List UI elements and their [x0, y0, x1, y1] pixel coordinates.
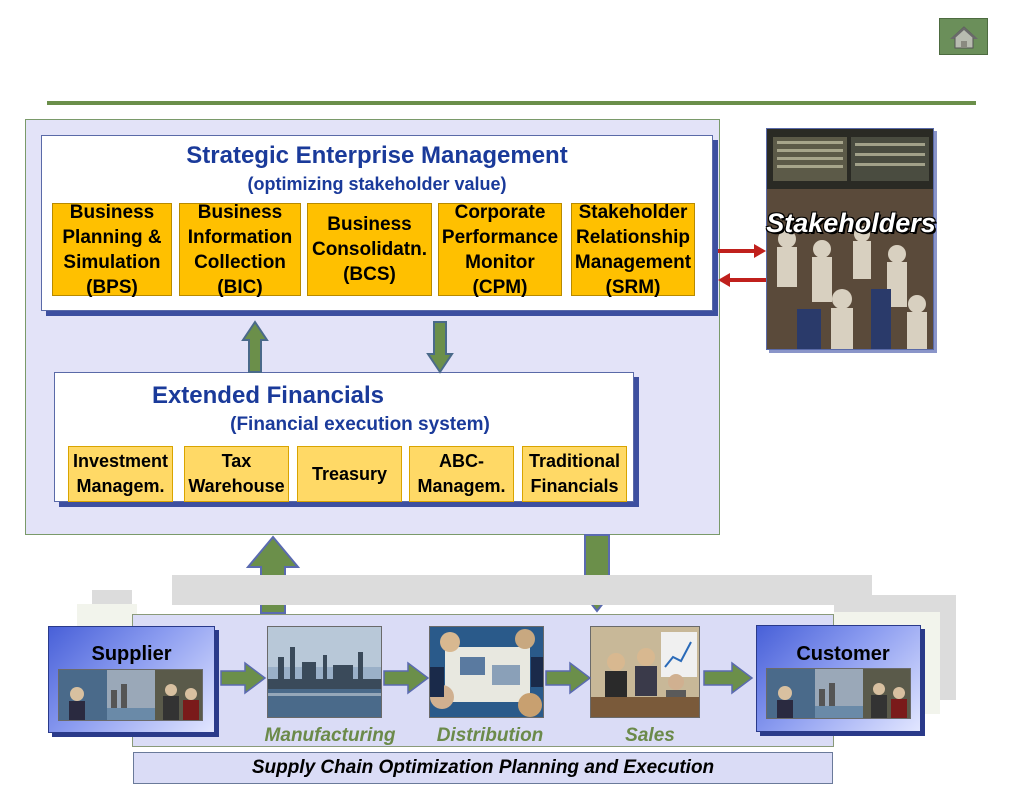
module-tax-warehouse-label: Tax Warehouse	[188, 451, 285, 496]
customer-photo	[766, 668, 911, 719]
arrow-down-sem-to-ef	[426, 321, 454, 374]
module-traditional-financials[interactable]: Traditional Financials	[522, 446, 627, 502]
module-cpm-label: Corporate Performance Monitor (CPM)	[441, 201, 559, 298]
manufacturing-photo	[267, 626, 382, 718]
ef-title: Extended Financials	[151, 382, 385, 409]
stage-label-manufacturing: Manufacturing	[264, 725, 396, 746]
ef-subtitle: (Financial execution system)	[230, 414, 490, 435]
module-investment-label: Investment Managem.	[72, 451, 169, 496]
sales-photo	[590, 626, 700, 718]
supplier-label: Supplier	[91, 643, 172, 665]
supplier-photo	[58, 669, 203, 721]
sem-title: Strategic Enterprise Management	[186, 142, 568, 169]
module-investment[interactable]: Investment Managem.	[68, 446, 173, 502]
header-rule	[47, 101, 976, 105]
arrow-supplier-to-manufacturing	[220, 661, 267, 695]
module-bcs[interactable]: Business Consolidatn. (BCS)	[307, 203, 432, 296]
module-srm-label: Stakeholder Relationship Management (SRM…	[574, 201, 692, 298]
module-abc-label: ABC- Managem.	[417, 451, 506, 496]
module-srm[interactable]: Stakeholder Relationship Management (SRM…	[571, 202, 695, 298]
module-treasury-label: Treasury	[311, 463, 388, 484]
module-bic[interactable]: Business Information Collection (BIC)	[179, 202, 301, 298]
home-button[interactable]	[939, 18, 988, 55]
module-bcs-label: Business Consolidatn. (BCS)	[311, 214, 428, 285]
supply-chain-footer: Supply Chain Optimization Planning and E…	[133, 752, 833, 784]
sem-subtitle: (optimizing stakeholder value)	[247, 174, 507, 194]
module-bps-label: Business Planning & Simulation (BPS)	[62, 201, 162, 298]
stage-label-sales: Sales	[625, 725, 675, 746]
module-bic-label: Business Information Collection (BIC)	[187, 201, 293, 298]
arrow-distribution-to-sales	[545, 661, 592, 695]
stage-label-distribution: Distribution	[436, 725, 544, 746]
module-bps[interactable]: Business Planning & Simulation (BPS)	[52, 202, 172, 298]
arrows-stakeholder-exchange	[718, 244, 766, 287]
supply-chain-footer-text: Supply Chain Optimization Planning and E…	[251, 757, 715, 778]
home-icon	[950, 26, 978, 49]
arrow-manufacturing-to-distribution	[383, 661, 430, 695]
module-traditional-financials-label: Traditional Financials	[528, 451, 620, 496]
stakeholders-photo	[766, 128, 934, 350]
module-cpm[interactable]: Corporate Performance Monitor (CPM)	[438, 202, 562, 298]
arrow-sales-to-customer	[703, 661, 754, 695]
module-tax-warehouse[interactable]: Tax Warehouse	[184, 446, 289, 502]
module-treasury[interactable]: Treasury	[297, 446, 402, 502]
customer-label: Customer	[796, 643, 890, 665]
distribution-photo	[429, 626, 544, 718]
module-abc[interactable]: ABC- Managem.	[409, 446, 514, 502]
backdrop-layer	[172, 575, 872, 605]
arrow-up-ef-to-sem	[241, 320, 269, 373]
stakeholders-label: Stakeholders	[766, 208, 936, 238]
